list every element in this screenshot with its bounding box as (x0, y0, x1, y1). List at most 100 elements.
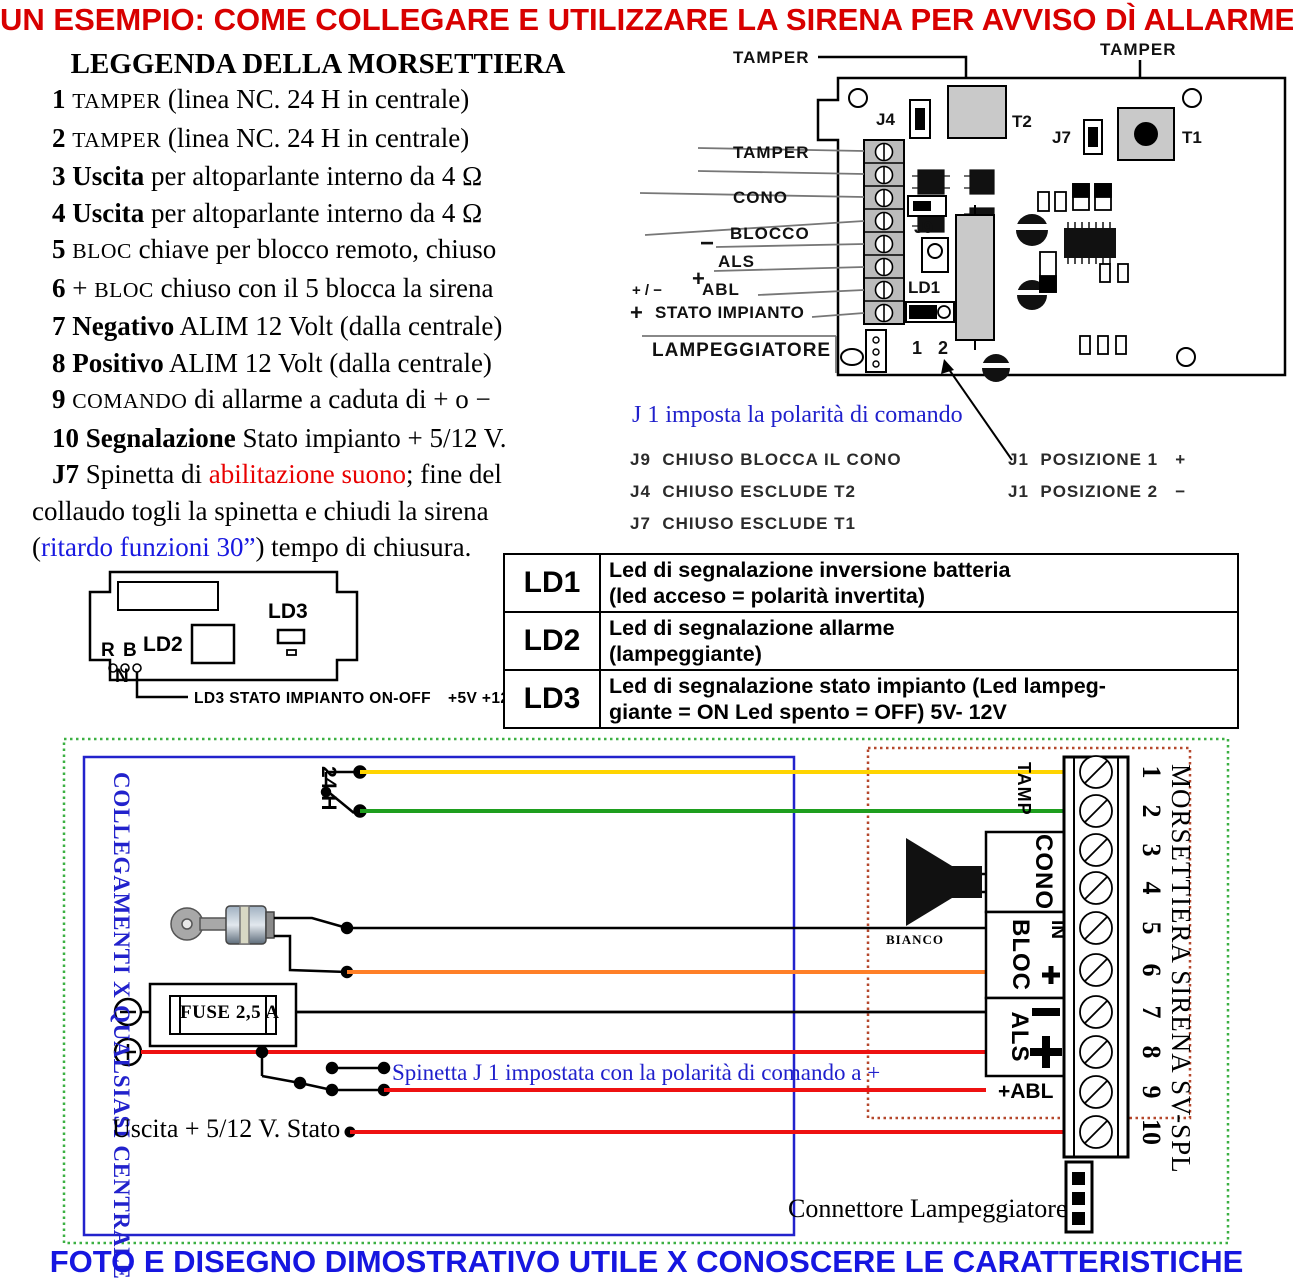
terminal-number-7: 7 (1137, 1006, 1166, 1019)
circuit-board-diagram (639, 55, 1287, 461)
page-title: UN ESEMPIO: COME COLLEGARE E UTILIZZARE … (0, 2, 1293, 37)
t2-switch (947, 85, 1007, 139)
fuse-label: FUSE 2,5 A (180, 1002, 280, 1023)
legend-item-2: 2 TAMPER (linea NC. 24 H in centrale) (52, 122, 470, 153)
plus-sign-stato: + (630, 300, 643, 325)
ld3-label: LD3 (268, 600, 308, 623)
plus-sign: + (692, 266, 705, 291)
board-flash-connector (865, 329, 887, 373)
plusminus-sign: + / − (632, 282, 663, 299)
ld2-led (190, 623, 236, 665)
strip-label-als: ALS (718, 252, 755, 271)
note-j7: J7 CHIUSO ESCLUDE T1 (630, 514, 857, 533)
block-title: MORSETTIERA SIRENA SV-SPL (1166, 764, 1196, 1174)
legend-item-8: 8 Positivo ALIM 12 Volt (dalla centrale) (52, 347, 492, 378)
note-j9: J9 CHIUSO BLOCCA IL CONO (630, 450, 902, 469)
wiring-diagram: COLLEGAMENTI X QUALSIASI CENTRALE 24 H T… (62, 737, 1230, 1279)
ic-large (1064, 222, 1116, 264)
minus-sign: − (700, 230, 715, 257)
connettore-label: Connettore Lampeggiatore (788, 1194, 1068, 1223)
led-desc: Led di segnalazione allarme (609, 616, 895, 640)
led-code: LD3 (503, 669, 601, 729)
strip-label-lampeggiatore: LAMPEGGIATORE (652, 340, 832, 361)
j1-pin2-label: 2 (938, 338, 949, 358)
led-code: LD1 (503, 553, 601, 613)
legend-item-7: 7 Negativo ALIM 12 Volt (dalla centrale) (52, 311, 503, 341)
note-j4: J4 CHIUSO ESCLUDE T2 (630, 482, 857, 501)
strip-label-cono: CONO (733, 188, 788, 207)
ld1-label: LD1 (908, 278, 941, 297)
terminal-number-2: 2 (1137, 805, 1166, 818)
ld3-caption: LD3 STATO IMPIANTO ON-OFF (194, 690, 432, 707)
brown-dotted-border (866, 746, 1192, 1120)
legend-item-4: 4 Uscita per altoparlante interno da 4 Ω (52, 197, 483, 228)
arrow-up-icon (941, 359, 954, 374)
legend-item-j7: J7 Spinetta di abilitazione suono; fine … (52, 459, 502, 489)
cono-label: CONO (1030, 834, 1057, 910)
terminal-number-4: 4 (1137, 882, 1166, 895)
legend-item-3: 3 Uscita per altoparlante interno da 4 Ω (52, 161, 483, 191)
in-label: IN (1047, 920, 1068, 939)
table-row: LD1 Led di segnalazione inversione batte… (503, 553, 1239, 613)
j1-pin1-label: 1 (912, 338, 923, 358)
spinetta-note: Spinetta J 1 impostata con la polarità d… (392, 1060, 881, 1085)
tamper-label-right: TAMPER (1100, 40, 1177, 59)
t2-label: T2 (1012, 112, 1032, 131)
strip-label-tamper: TAMPER (733, 143, 810, 162)
cono-box (984, 830, 1068, 914)
tamp-label: TAMP (1014, 762, 1034, 816)
als-label: ALS (1006, 1012, 1033, 1063)
abl-label: +ABL (998, 1080, 1054, 1103)
note-j1-pos1: J1 POSIZIONE 1 + (1008, 450, 1187, 469)
b-label: B (123, 640, 137, 661)
screw-icons-block (1079, 755, 1113, 1149)
legend: LEGGENDA DELLA MORSETTIERA 1 TAMPER (lin… (18, 48, 648, 566)
table-row: LD3 Led di segnalazione stato impianto (… (503, 669, 1239, 729)
side-label: COLLEGAMENTI X QUALSIASI CENTRALE (109, 772, 134, 1279)
strip-label-abl: ABL (702, 280, 740, 299)
legend-item-6: 6 + BLOC chiuso con il 5 blocca la siren… (52, 272, 494, 303)
status-board-diagram (88, 570, 359, 699)
blue-border-box (82, 755, 796, 1237)
j7-label: J7 (1052, 128, 1071, 147)
relay (955, 214, 995, 341)
transistors (982, 214, 1048, 382)
hole-icon (848, 88, 868, 108)
legend-heading: LEGGENDA DELLA MORSETTIERA (70, 48, 566, 80)
legend-item-9: 9 COMANDO di allarme a caduta di + o − (52, 384, 491, 414)
terminal-number-5: 5 (1137, 922, 1166, 935)
terminal-number-8: 8 (1137, 1046, 1166, 1059)
r-label: R (101, 640, 115, 661)
j1-polarity-note: J 1 imposta la polarità di comando (632, 402, 963, 428)
leader-lines (639, 147, 865, 373)
oval-pad (840, 348, 864, 366)
ld3-volts: +5V +12V (448, 690, 521, 707)
speaker-icon (906, 838, 982, 926)
j4-label: J4 (876, 110, 895, 129)
ld2-label: LD2 (143, 633, 183, 656)
note-j1-pos2: J1 POSIZIONE 2 − (1008, 482, 1187, 501)
legend-item-5: 5 BLOC chiave per blocco remoto, chiuso (52, 234, 497, 264)
terminal-number-1: 1 (1137, 766, 1166, 779)
tamper-label-left: TAMPER (733, 48, 810, 67)
ld3-led (276, 628, 306, 645)
flasher-connector (1064, 1160, 1094, 1234)
fuse-block (113, 982, 298, 1067)
uscita-label: Uscita + 5/12 V. Stato (112, 1114, 341, 1143)
n-label: N (115, 666, 129, 687)
spinetta-j1 (255, 1045, 391, 1097)
t1-label: T1 (1182, 128, 1202, 147)
led-table: LD1 Led di segnalazione inversione batte… (503, 553, 1239, 729)
led-desc: Led di segnalazione inversione batteria (609, 558, 1011, 582)
key-switch (170, 905, 275, 945)
j9-label: J9 (914, 218, 933, 237)
legend-item-j7-cont2: (ritardo funzioni 30”) tempo di chiusura… (32, 532, 472, 562)
terminal-number-10: 10 (1137, 1119, 1166, 1145)
led-code: LD2 (503, 611, 601, 671)
legend-item-j7-cont: collaudo togli la spinetta e chiudi la s… (32, 495, 489, 526)
legend-item-1: 1 TAMPER (linea NC. 24 H in centrale) (52, 84, 470, 114)
hole-icon (1182, 88, 1202, 108)
switch-24h-label: 24 H (317, 766, 340, 810)
key-wires (274, 916, 354, 979)
